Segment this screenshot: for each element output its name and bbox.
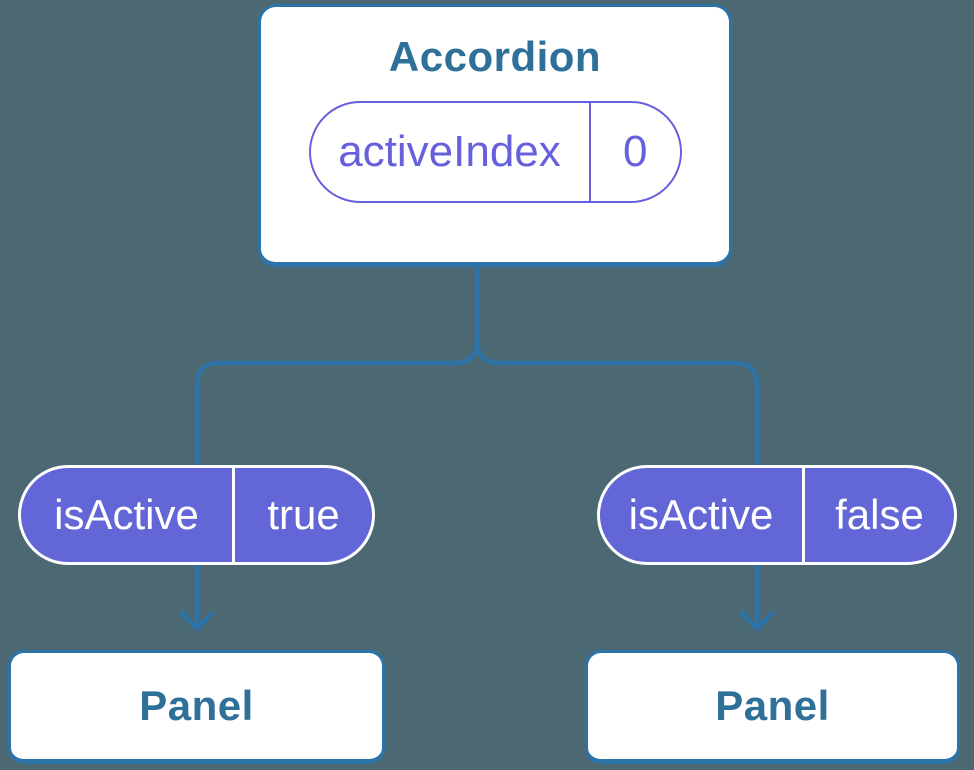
state-value: 0 [623, 127, 648, 177]
state-pill: activeIndex 0 [308, 101, 682, 204]
prop-pill-left: isActive true [18, 465, 375, 565]
panel-title: Panel [715, 681, 830, 729]
state-name: activeIndex [338, 127, 561, 177]
arrow-down-icon [179, 610, 215, 632]
pill-divider [232, 468, 235, 562]
prop-value: false [835, 491, 924, 538]
panel-title: Panel [139, 681, 254, 729]
panel-node-left: Panel [8, 650, 385, 764]
panel-node-right: Panel [585, 650, 960, 764]
accordion-node: Accordion activeIndex 0 [258, 4, 732, 267]
connector-branch-right [474, 340, 760, 627]
arrow-down-icon [739, 610, 775, 632]
prop-pill-right: isActive false [597, 465, 957, 565]
prop-value: true [267, 491, 340, 538]
connector-branch-left [194, 340, 480, 627]
pill-divider [802, 468, 805, 562]
accordion-title: Accordion [388, 33, 602, 80]
prop-name: isActive [628, 491, 774, 538]
pill-divider [588, 103, 591, 202]
prop-name: isActive [54, 491, 199, 538]
